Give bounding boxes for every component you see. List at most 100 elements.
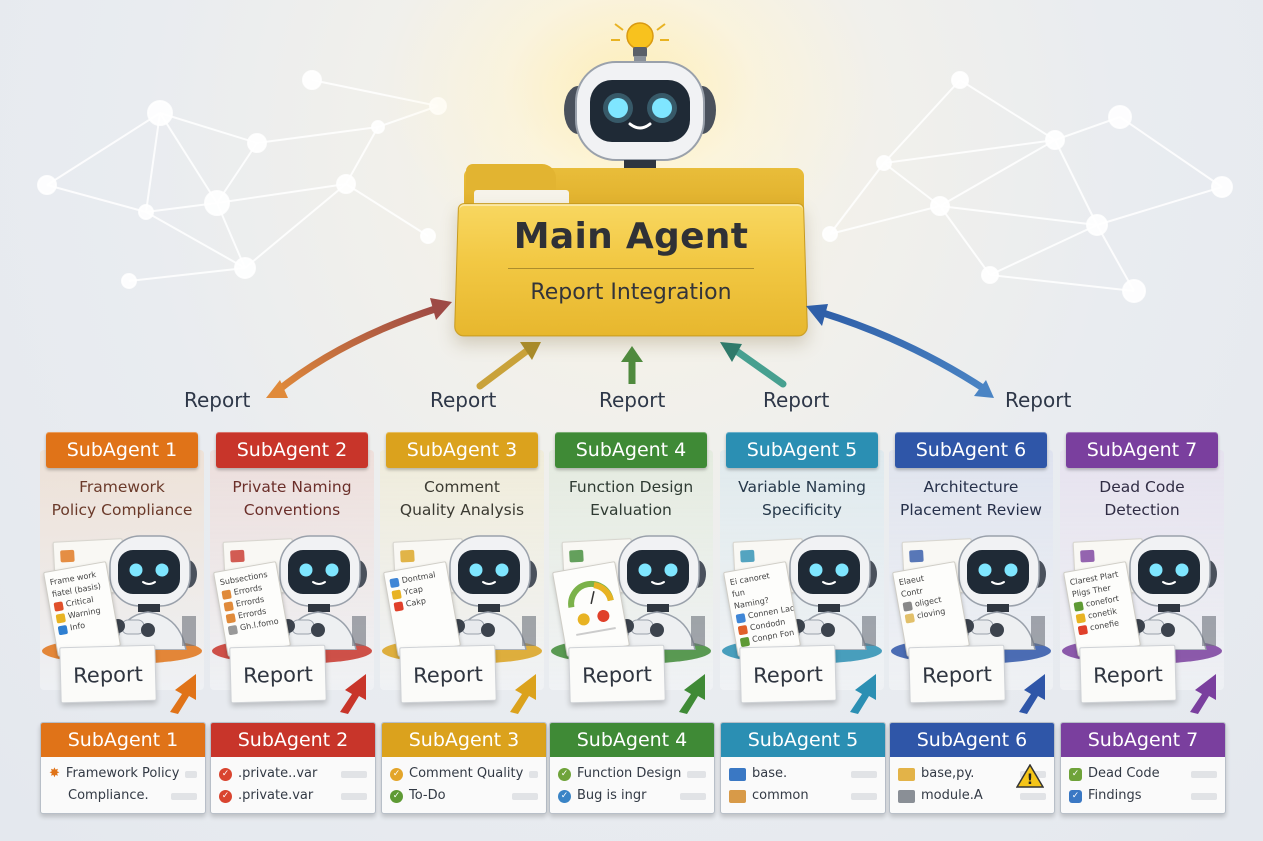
summary-line: Compliance. (49, 785, 197, 807)
subagent-badge[interactable]: SubAgent 7 (1066, 432, 1218, 468)
task-line-2: Detection (1104, 501, 1180, 519)
sparkle-icon: ✸ (49, 766, 60, 781)
subagent-badge[interactable]: SubAgent 2 (216, 432, 368, 468)
up-arrow-icon (476, 342, 541, 390)
summary-line: ✓ Findings (1069, 785, 1217, 807)
summary-line: ✸ Framework Policy (49, 763, 197, 785)
report-card[interactable]: Report (908, 644, 1006, 704)
svg-text:!: ! (1027, 772, 1033, 788)
main-agent-folder[interactable]: Main Agent Report Integration (453, 164, 809, 337)
robot-scene: Subsections Errords Errords Errords Gh.l… (210, 528, 374, 664)
report-label: Report (763, 388, 830, 412)
checkbox-icon (391, 588, 402, 600)
subagent-column-1: SubAgent 1 Framework Policy Compliance F… (40, 432, 204, 702)
up-arrow-icon (675, 670, 711, 714)
task-line-2: Conventions (243, 501, 341, 519)
summary-line-text: Bug is ingr (577, 788, 647, 803)
up-arrow-icon (621, 346, 643, 384)
summary-header: SubAgent 4 (550, 723, 714, 757)
summary-line: module.A (898, 785, 1046, 807)
summary-line-text: .private.var (238, 788, 314, 803)
report-card[interactable]: Report (399, 644, 497, 704)
subagent-badge[interactable]: SubAgent 5 (726, 432, 878, 468)
checkbox-icon (902, 600, 913, 612)
report-card[interactable]: Report (59, 644, 157, 704)
up-arrow-icon (506, 670, 542, 714)
summary-body: ✓.private..var✓.private.var (211, 757, 375, 813)
task-line-2: Quality Analysis (399, 501, 525, 519)
folder-icon (729, 789, 746, 803)
summary-line-text: Compliance. (68, 788, 149, 803)
subagent-robot-illustration (618, 535, 706, 650)
subagent-summary-card-4[interactable]: SubAgent 4 ✓ Function Design✓ Bug is ingr (549, 722, 715, 814)
task-line-1: Comment (424, 478, 500, 496)
subagent-summary-card-7[interactable]: SubAgent 7 ✓Dead Code✓Findings (1060, 722, 1226, 814)
checkbox-icon (55, 612, 66, 624)
subagent-robot-illustration (109, 535, 197, 650)
lightbulb-icon (611, 22, 669, 57)
subagent-badge[interactable]: SubAgent 3 (386, 432, 538, 468)
checkbox-icon (393, 600, 404, 612)
summary-line-text: Framework Policy (65, 766, 180, 781)
report-card[interactable]: Report (568, 644, 666, 704)
folder-icon (729, 767, 746, 781)
summary-line-text: module.A (921, 788, 983, 803)
subagent-summary-card-3[interactable]: SubAgent 3 ✓Comment Quality✓To-Do (381, 722, 547, 814)
checkbox-icon (1077, 624, 1089, 635)
subagent-task: Dead Code Detection (1060, 476, 1224, 522)
summary-line-text: .private..var (238, 766, 318, 781)
report-card[interactable]: Report (1079, 644, 1177, 704)
subagent-summary-card-6[interactable]: SubAgent 6 base,py.module.A ! (889, 722, 1055, 814)
placeholder-bar (341, 770, 367, 778)
up-arrow-icon (846, 670, 882, 714)
subagent-robot-illustration (279, 535, 367, 650)
summary-line: base. (729, 763, 877, 785)
summary-line-text: base. (752, 766, 788, 781)
subagent-robot-illustration (958, 535, 1046, 650)
summary-body: base.common (721, 757, 885, 813)
subagent-task: Variable Naming Specificity (720, 476, 884, 522)
main-agent-subtitle: Report Integration (530, 280, 732, 305)
subagent-badge[interactable]: SubAgent 1 (46, 432, 198, 468)
checkbox-icon (225, 612, 236, 624)
checkbox-icon (223, 600, 234, 612)
check-circle-icon: ✓ (558, 767, 571, 781)
placeholder-bar (1020, 792, 1046, 800)
checkbox-icon: ✓ (1069, 789, 1082, 803)
folder-icon (898, 767, 915, 781)
task-line-1: Variable Naming (738, 478, 866, 496)
checkbox-icon (1075, 612, 1086, 624)
robot-scene (549, 528, 713, 664)
check-circle-icon: ✓ (390, 767, 403, 781)
placeholder-bar (851, 770, 877, 778)
summary-line: ✓ Function Design (558, 763, 706, 785)
task-line-1: Architecture (923, 478, 1019, 496)
checkbox-icon (904, 612, 915, 624)
subagent-task: Function Design Evaluation (549, 476, 713, 522)
summary-header: SubAgent 5 (721, 723, 885, 757)
up-arrow-icon (720, 342, 787, 388)
checkbox-icon (1073, 600, 1084, 612)
task-line-1: Function Design (568, 478, 694, 496)
subagent-task: Private Naming Conventions (210, 476, 374, 522)
doc-item-label: Cakp (405, 596, 427, 609)
folder-tab (466, 164, 556, 190)
summary-line-text: Dead Code (1088, 766, 1160, 781)
placeholder-bar (1191, 770, 1217, 778)
check-circle-icon: ✓ (219, 767, 232, 781)
checkbox-icon: ✓ (1069, 767, 1082, 781)
report-card[interactable]: Report (739, 644, 837, 704)
checkbox-icon (227, 624, 239, 635)
placeholder-bar (851, 792, 877, 800)
summary-line-text: Findings (1088, 788, 1142, 803)
summary-line-text: Function Design (577, 766, 682, 781)
subagent-summary-card-2[interactable]: SubAgent 2 ✓.private..var✓.private.var (210, 722, 376, 814)
up-arrow-icon (1015, 670, 1051, 714)
subagent-summary-card-5[interactable]: SubAgent 5 base.common (720, 722, 886, 814)
report-card[interactable]: Report (229, 644, 327, 704)
subagent-badge[interactable]: SubAgent 6 (895, 432, 1047, 468)
doc-item-label: Info (69, 620, 86, 633)
subagent-badge[interactable]: SubAgent 4 (555, 432, 707, 468)
